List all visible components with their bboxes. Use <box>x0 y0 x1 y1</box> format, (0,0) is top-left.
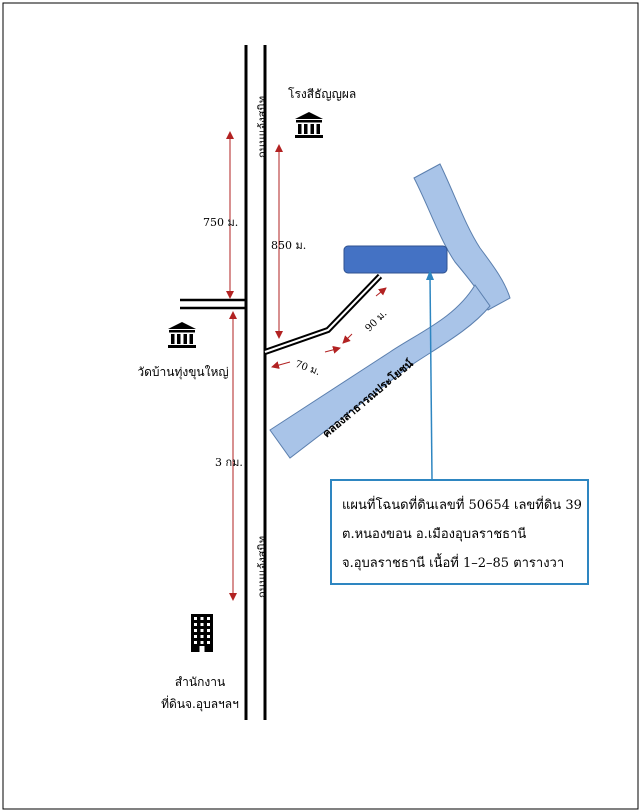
distance-label-3km: 3 กม. <box>215 456 243 469</box>
factory-icon <box>295 112 323 138</box>
distance-arrow-90-b <box>375 287 387 297</box>
canal <box>413 163 511 311</box>
office-label-line2: ที่ดินจ.อุบลฯลฯ <box>161 697 239 711</box>
access-lane-outer <box>264 273 383 355</box>
office-tower-icon <box>191 614 213 652</box>
main-road-label-bottom: ถนนแจ้งสนิท <box>256 535 269 598</box>
deed-info-line3: จ.อุบลราชธานี เนื้อที่ 1–2–85 ตารางวา <box>342 556 565 571</box>
temple-icon <box>168 322 196 348</box>
plot-pointer-arrowhead <box>426 270 434 280</box>
distance-arrow-70-b <box>324 345 341 354</box>
distance-label-850: 850 ม. <box>271 239 307 252</box>
land-plot <box>343 245 448 274</box>
office-label-line1: สำนักงาน <box>174 675 226 689</box>
deed-info-line1: แผนที่โฉนดที่ดินเลขที่ 50654 เลขที่ดิน 3… <box>342 498 582 513</box>
temple-label: วัดบ้านทุ่งขุนใหญ่ <box>137 365 229 379</box>
distance-label-750: 750 ม. <box>203 216 239 229</box>
main-road-label-top: ถนนแจ้งสนิท <box>256 95 269 158</box>
factory-label: โรงสีธัญญผล <box>288 87 357 101</box>
distance-arrow-70-a <box>271 361 291 369</box>
canal-lower <box>269 284 491 459</box>
distance-arrow-90-a <box>342 333 353 344</box>
deed-info-box: แผนที่โฉนดที่ดินเลขที่ 50654 เลขที่ดิน 3… <box>330 479 589 585</box>
plot-pointer-line <box>429 275 433 480</box>
access-lane-inner <box>264 275 381 353</box>
deed-info-line2: ต.หนองขอน อ.เมืองอุบลราชธานี <box>342 527 527 542</box>
